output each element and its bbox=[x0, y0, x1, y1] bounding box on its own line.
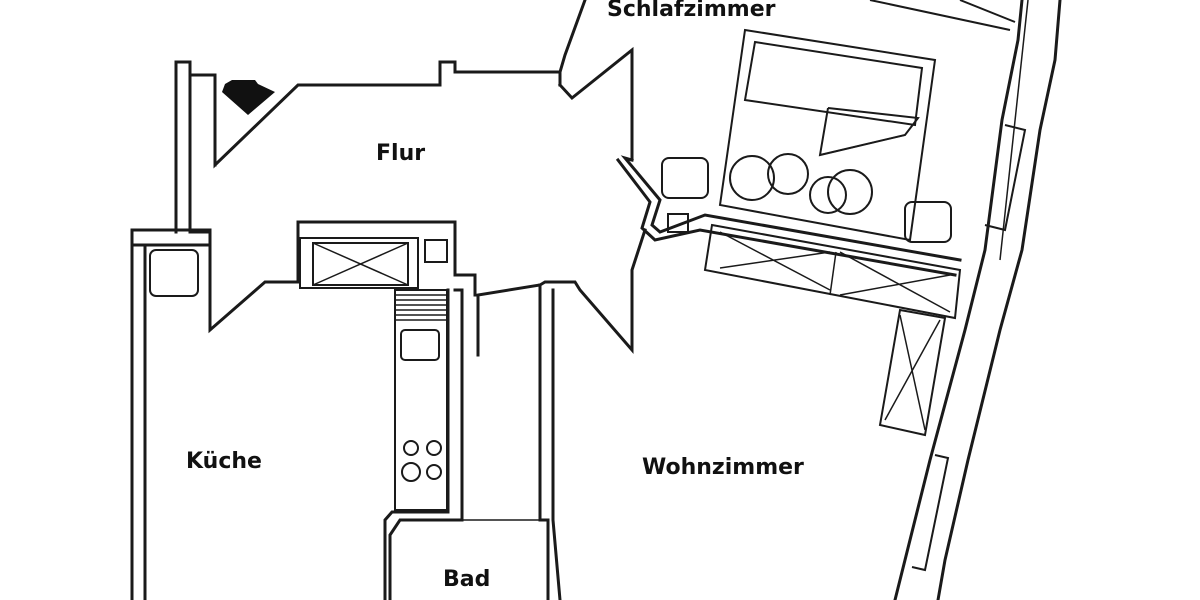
sink-icon bbox=[400, 329, 440, 361]
bathroom-walls bbox=[462, 283, 562, 600]
hallway-walls bbox=[130, 0, 647, 357]
nightstand-left bbox=[661, 157, 709, 199]
double-bed-icon bbox=[718, 28, 937, 242]
room-label-schlafzimmer: Schlafzimmer bbox=[607, 0, 776, 22]
kitchen-walls bbox=[130, 243, 464, 600]
room-label-kueche: Küche bbox=[186, 449, 262, 474]
living-wardrobe-icon bbox=[703, 223, 962, 437]
stove-icon bbox=[401, 440, 442, 482]
hall-wardrobe-icon bbox=[299, 237, 448, 289]
kitchen-counter bbox=[394, 289, 448, 511]
room-label-bad: Bad bbox=[443, 567, 490, 592]
kitchen-column bbox=[149, 249, 199, 297]
room-label-flur: Flur bbox=[376, 141, 425, 166]
room-label-wohnzimmer: Wohnzimmer bbox=[642, 455, 804, 480]
nightstand-right bbox=[904, 201, 952, 243]
bedroom-walls bbox=[615, 0, 1062, 600]
entrance-arrow-icon bbox=[222, 80, 275, 115]
